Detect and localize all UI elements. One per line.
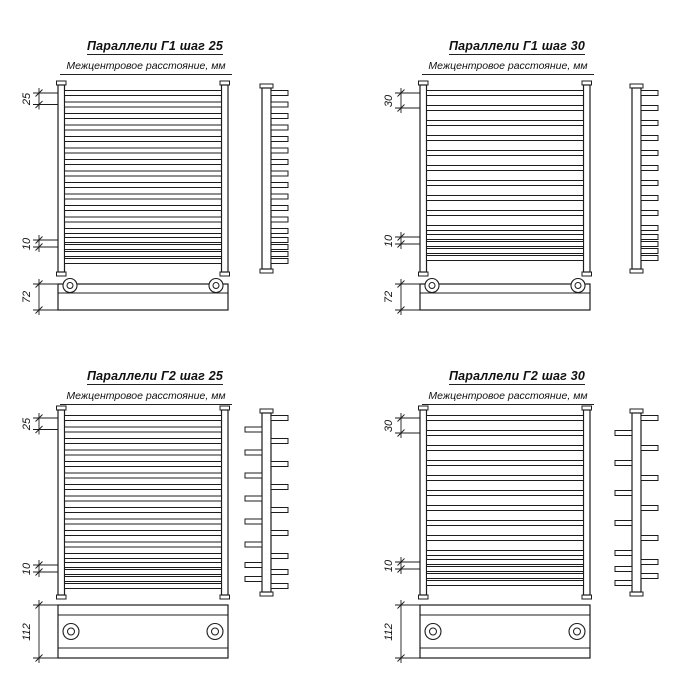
dim-label-step: 30 (383, 419, 395, 432)
dimension-lines (33, 88, 58, 315)
dim-label-step: 25 (21, 417, 33, 430)
dimension-caption: Межцентровое расстояние, мм (60, 60, 232, 75)
dimension-caption: Межцентровое расстояние, мм (422, 390, 594, 405)
side-view (244, 408, 289, 597)
front-view (56, 405, 230, 600)
dim-label-base: 72 (21, 290, 33, 304)
drawing-title-text: Параллели Г2 шаг 30 (448, 369, 586, 385)
dim-label-small: 10 (21, 562, 33, 575)
dim-label-base: 112 (21, 622, 33, 641)
drawing-title-text: Параллели Г2 шаг 25 (86, 369, 224, 385)
drawing-title: Параллели Г1 шаг 25 (58, 39, 252, 55)
drawing-panel-g1-step25: Параллели Г1 шаг 25 Межцентровое расстоя… (0, 0, 338, 350)
front-view (418, 405, 592, 600)
base-bracket (57, 277, 229, 311)
radiator-line-drawing (33, 80, 289, 315)
dim-label-small: 10 (21, 237, 33, 250)
front-view (56, 80, 230, 277)
dimension-lines (33, 413, 58, 663)
drawing-panel-g2-step25: Параллели Г2 шаг 25 Межцентровое расстоя… (0, 330, 338, 698)
dim-label-base: 112 (383, 622, 395, 641)
base-bracket (419, 604, 591, 659)
front-view (418, 80, 592, 277)
dim-label-base: 72 (383, 290, 395, 304)
dim-label-small: 10 (383, 559, 395, 572)
drawing-title: Параллели Г1 шаг 30 (420, 39, 614, 55)
dim-label-step: 30 (383, 94, 395, 107)
drawing-title: Параллели Г2 шаг 30 (420, 369, 614, 385)
drawing-title-text: Параллели Г1 шаг 25 (86, 39, 224, 55)
dimension-caption: Межцентровое расстояние, мм (60, 390, 232, 405)
drawing-panel-g1-step30: Параллели Г1 шаг 30 Межцентровое расстоя… (362, 0, 700, 350)
drawing-panel-g2-step30: Параллели Г2 шаг 30 Межцентровое расстоя… (362, 330, 700, 698)
radiator-line-drawing (395, 80, 659, 315)
radiator-line-drawing (395, 405, 659, 663)
dimension-lines (395, 88, 420, 315)
drawing-title: Параллели Г2 шаг 25 (58, 369, 252, 385)
base-bracket (419, 277, 591, 311)
drawing-title-text: Параллели Г1 шаг 30 (448, 39, 586, 55)
dimension-caption: Межцентровое расстояние, мм (422, 60, 594, 75)
dim-label-small: 10 (383, 234, 395, 247)
side-view (614, 408, 659, 597)
side-view (629, 83, 659, 274)
dimension-lines (395, 413, 420, 663)
base-bracket (57, 604, 229, 659)
dim-label-step: 25 (21, 92, 33, 105)
radiator-line-drawing (33, 405, 289, 663)
side-view (259, 83, 289, 274)
